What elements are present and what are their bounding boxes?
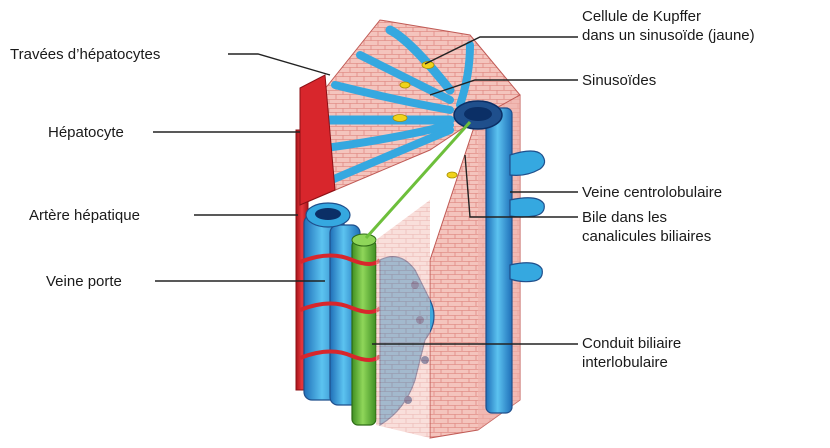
label-hepatocyte: Hépatocyte [48,123,124,142]
label-conduit-line2: interlobulaire [582,353,681,372]
label-sinusoides: Sinusoïdes [582,71,656,90]
label-bile-line2: canalicules biliaires [582,227,711,246]
label-conduit-biliaire: Conduit biliaire interlobulaire [582,334,681,372]
leader-travees [228,54,330,75]
label-kupffer-line1: Cellule de Kupffer [582,7,755,26]
label-travees: Travées d’hépatocytes [10,45,160,64]
label-veine-porte: Veine porte [46,272,122,291]
label-bile-line1: Bile dans les [582,208,711,227]
label-bile: Bile dans les canalicules biliaires [582,208,711,246]
label-conduit-line1: Conduit biliaire [582,334,681,353]
label-kupffer-line2: dans un sinusoïde (jaune) [582,26,755,45]
label-kupffer: Cellule de Kupffer dans un sinusoïde (ja… [582,7,755,45]
label-artere-hepatique: Artère hépatique [29,206,140,225]
label-veine-centrolobulaire: Veine centrolobulaire [582,183,722,202]
